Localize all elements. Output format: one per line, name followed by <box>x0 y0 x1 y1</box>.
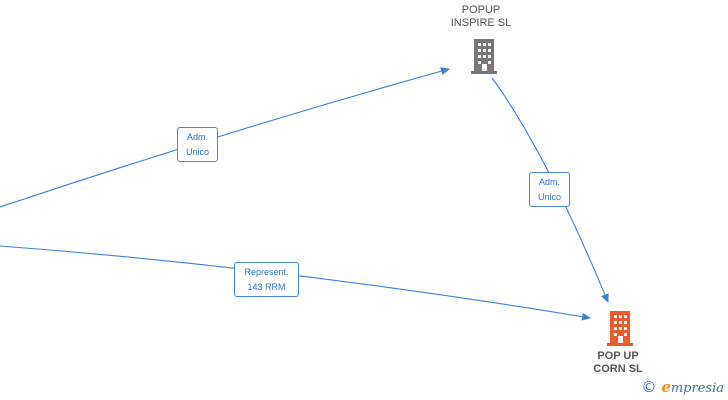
copyright-icon: © <box>641 378 657 396</box>
edge-label-represent[interactable]: Represent. 143 RRM <box>234 262 299 297</box>
edge-line-adm-unico-2 <box>491 77 609 303</box>
brand-logo: empresia <box>661 378 724 396</box>
edge-line-adm-unico-1 <box>0 67 450 208</box>
node-label-pop-up-corn[interactable]: POP UP CORN SL <box>593 350 643 375</box>
node-label-popup-inspire[interactable]: POPUP INSPIRE SL <box>450 4 512 29</box>
edge-label-adm-unico-1[interactable]: Adm. Unico <box>177 127 218 162</box>
building-icon-highlighted[interactable] <box>605 310 635 346</box>
building-icon[interactable] <box>469 38 499 74</box>
empresia-watermark: © empresia <box>641 378 724 396</box>
edge-label-adm-unico-2[interactable]: Adm. Unico <box>529 172 570 207</box>
